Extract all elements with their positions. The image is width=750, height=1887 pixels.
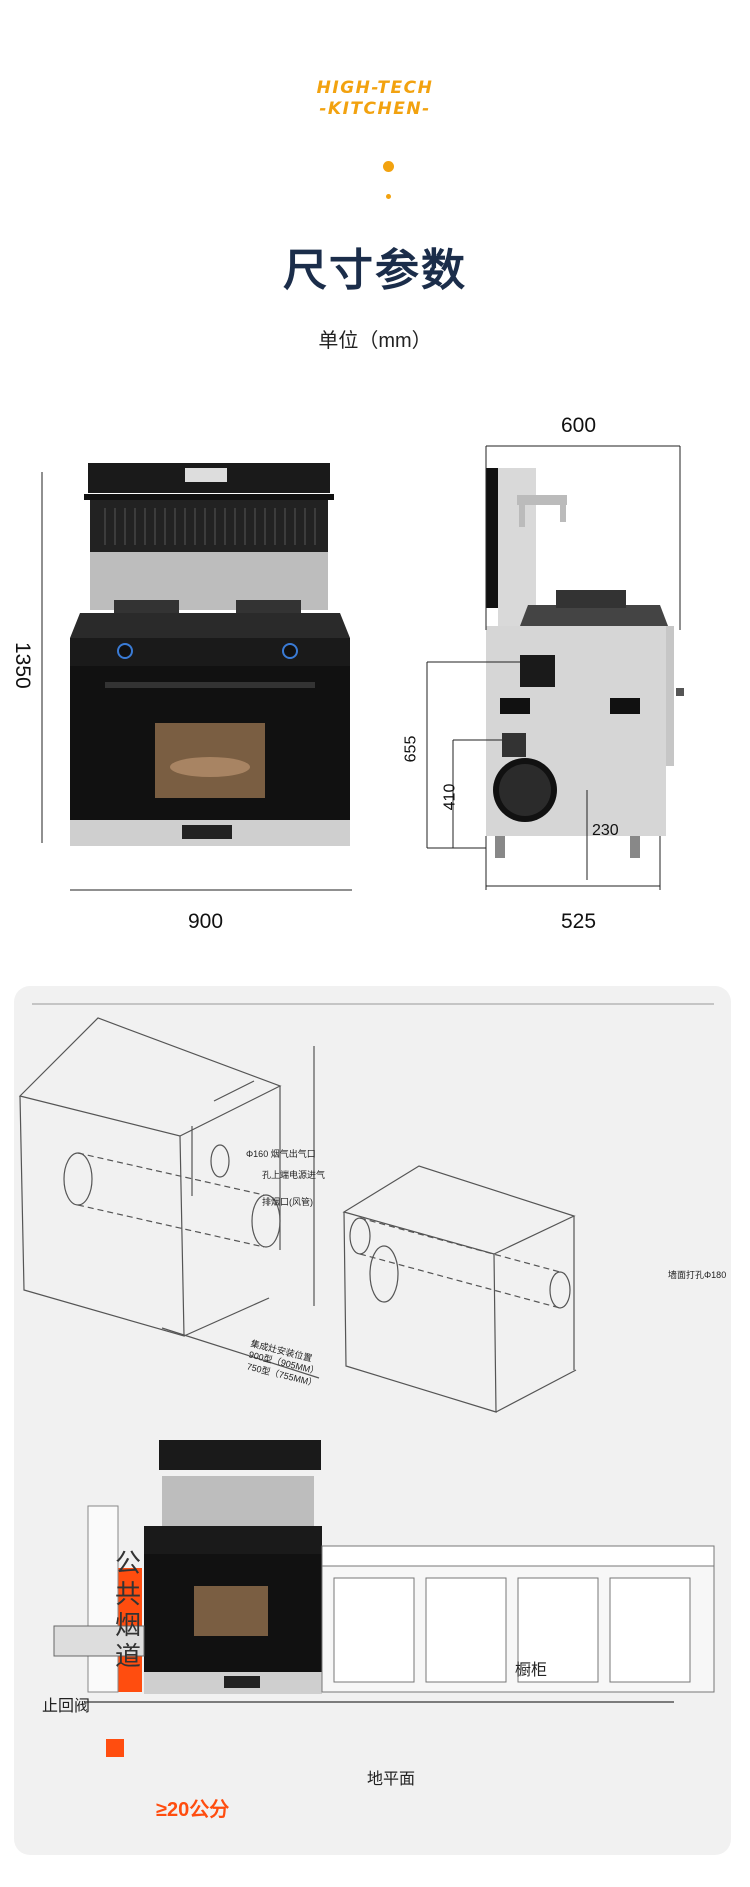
left-cabinet-outline [18,1017,320,1379]
front-view-stove [70,463,350,846]
width-label: 900 [188,910,224,933]
brand-line-1: HIGH-TECH [316,78,434,98]
depth-bottom-label: 525 [561,910,597,933]
legend-label: ≥20公分 [156,1799,230,1821]
diagram-label-intake: 孔上端电源进气 [262,1170,326,1180]
side-view-stove [486,468,684,858]
height-label: 1350 [11,642,34,689]
valve-label: 止回阀 [42,1698,91,1715]
h655-label: 655 [402,735,420,763]
installation-diagram [18,1003,715,1757]
accent-dot-large [383,161,394,172]
installation-panel [14,986,731,1855]
cabinet-label: 橱柜 [515,1662,548,1679]
depth-top-label: 600 [561,414,597,437]
brand-logo: HIGH-TECH -KITCHEN- [0,78,750,120]
h410-label: 410 [441,783,459,811]
right-cabinet-outline [342,1165,577,1413]
d230-label: 230 [592,822,619,839]
dimension-drawing [41,445,684,891]
brand-line-2: -KITCHEN- [319,99,431,119]
diagram-label-exhaust: 排烟口(风管) [262,1197,313,1207]
unit-label: 单位（mm） [318,330,432,352]
accent-dot-small [386,194,391,199]
diagram-label-hole: 墙面打孔Φ180 [668,1270,727,1280]
front-dimension-lines [41,472,352,891]
legend-swatch [106,1739,124,1757]
flue-label: 公共烟道 [114,1548,141,1671]
floor-label: 地平面 [367,1771,416,1788]
side-dimension-lines [426,445,681,890]
page-title: 尺寸参数 [283,246,467,295]
diagram-label-160: Φ160 烟气出气口 [246,1149,316,1159]
kitchen-cabinets [321,1545,715,1693]
